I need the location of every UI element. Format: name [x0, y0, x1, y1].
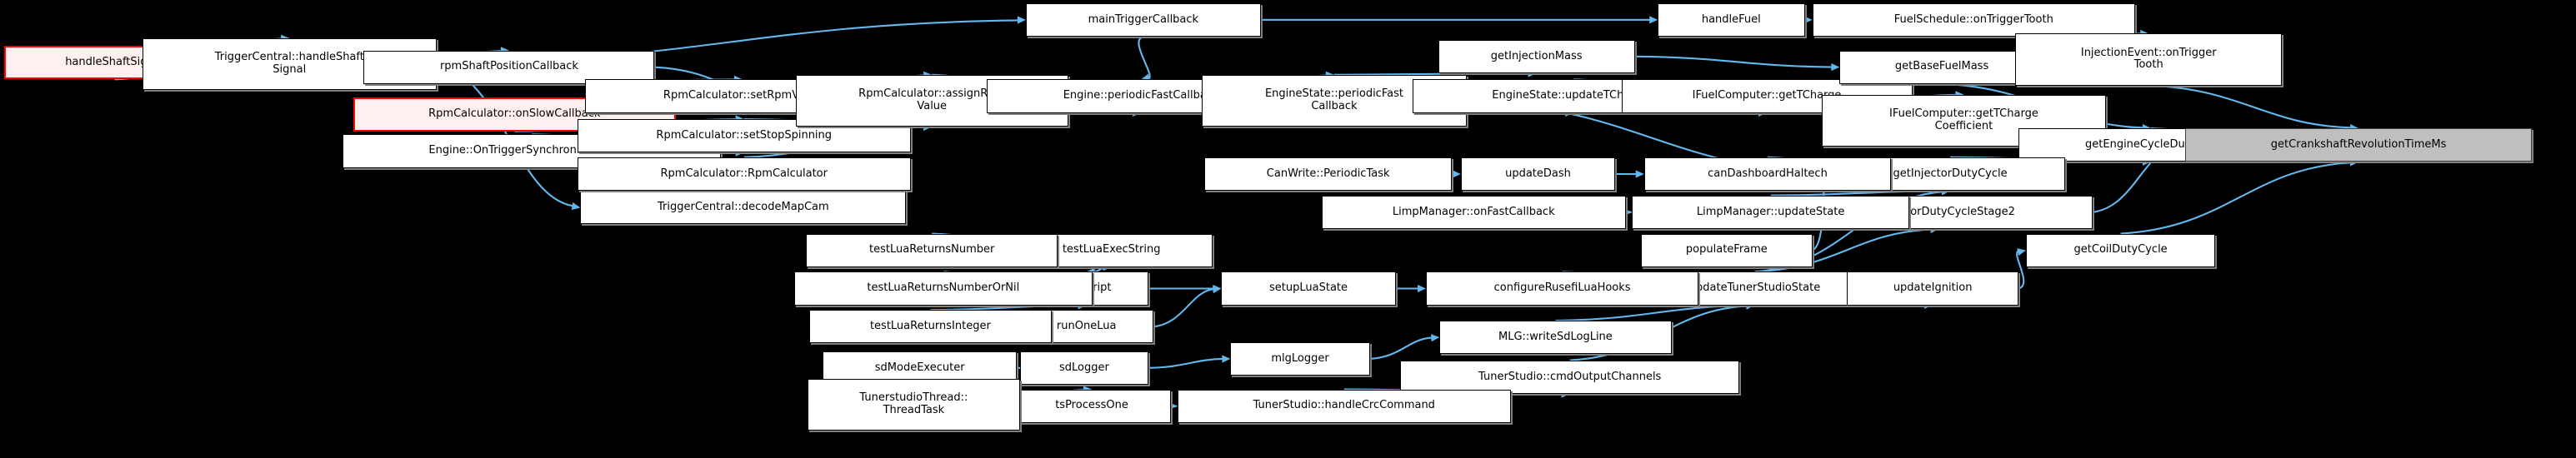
graph-node-mlg-writesdlogline[interactable]: MLG::writeSdLogLine — [1439, 321, 1672, 355]
graph-node-canwrite-periodictask[interactable]: CanWrite::PeriodicTask — [1204, 157, 1452, 192]
graph-edge-arrowhead — [1803, 16, 1813, 24]
graph-node-testluareturnsnumber[interactable]: testLuaReturnsNumber — [806, 233, 1058, 267]
graph-edge — [1148, 357, 1223, 369]
graph-node-testluareturnsinteger[interactable]: testLuaReturnsInteger — [808, 310, 1052, 344]
graph-node-testluareturnsnumberornil[interactable]: testLuaReturnsNumberOrNil — [793, 271, 1093, 306]
graph-edge — [1153, 288, 1214, 328]
graph-node-maintriggercallback[interactable]: mainTriggerCallback — [1025, 2, 1261, 37]
graph-node-rpmcalculator-rpmcalculator[interactable]: RpmCalculator::RpmCalculator — [577, 157, 911, 192]
graph-edge-arrowhead — [1417, 284, 1426, 293]
graph-node-configurerusefiluahooks[interactable]: configureRusefiLuaHooks — [1425, 271, 1699, 306]
graph-node-setupluastate[interactable]: setupLuaState — [1221, 271, 1396, 306]
graph-node-injectionevent-ontrigger-tooth[interactable]: InjectionEvent::onTrigger Tooth — [2015, 33, 2283, 86]
graph-edge-arrowhead — [1431, 334, 1440, 342]
graph-node-getinjectionmass[interactable]: getInjectionMass — [1438, 39, 1635, 73]
graph-edge-arrowhead — [1649, 16, 1658, 24]
graph-edge — [1369, 336, 1433, 360]
graph-node-getcrankshaftrevolutiontimems[interactable]: getCrankshaftRevolutionTimeMs — [2184, 128, 2533, 162]
graph-node-tsprocessone[interactable]: tsProcessOne — [1012, 389, 1172, 423]
graph-node-rpmcalculator-onslowcallback[interactable]: RpmCalculator::onSlowCallback — [353, 97, 676, 132]
graph-edge-arrowhead — [1452, 170, 1461, 178]
graph-edge — [1634, 55, 1833, 68]
graph-node-populateframe[interactable]: populateFrame — [1641, 233, 1813, 267]
graph-node-limpmanager-updatestate[interactable]: LimpManager::updateState — [1632, 195, 1909, 229]
graph-edge-arrowhead — [1213, 284, 1222, 293]
graph-edge — [2148, 84, 2352, 129]
graph-node-tunerstudio-handlecrccommand[interactable]: TunerStudio::handleCrcCommand — [1177, 389, 1511, 423]
graph-node-mlglogger[interactable]: mlgLogger — [1230, 341, 1370, 376]
graph-node-rpmshaftpositioncallback[interactable]: rpmShaftPositionCallback — [363, 50, 655, 84]
graph-edge-arrowhead — [1635, 170, 1644, 178]
graph-node-tunerstudiothread-threadtask[interactable]: TunerstudioThread:: ThreadTask — [808, 378, 1020, 431]
graph-edge-arrowhead — [1831, 62, 1840, 72]
graph-node-rpmcalculator-setstopspinning[interactable]: RpmCalculator::setStopSpinning — [577, 119, 911, 153]
graph-node-triggercentral-decodemapcam[interactable]: TriggerCentral::decodeMapCam — [580, 191, 907, 225]
graph-node-fuelschedule-ontriggertooth[interactable]: FuelSchedule::onTriggerTooth — [1812, 2, 2135, 37]
graph-edge-arrowhead — [1213, 285, 1222, 294]
graph-node-updatetunerstudiostate[interactable]: updateTunerStudioState — [1625, 271, 1884, 306]
graph-node-updateignition[interactable]: updateIgnition — [1847, 271, 2018, 306]
graph-edge — [1555, 304, 1748, 322]
graph-edge — [2120, 162, 2352, 235]
graph-node-handlefuel[interactable]: handleFuel — [1658, 2, 1805, 37]
graph-edge-arrowhead — [2017, 248, 2026, 256]
graph-node-limpmanager-onfastcallback[interactable]: LimpManager::onFastCallback — [1321, 195, 1626, 229]
graph-edge-arrowhead — [571, 202, 581, 211]
graph-node-sdlogger[interactable]: sdLogger — [1019, 351, 1149, 385]
graph-edge-arrowhead — [1017, 16, 1026, 24]
graph-node-candashboardhaltech[interactable]: canDashboardHaltech — [1643, 157, 1892, 192]
graph-edge — [1138, 35, 1151, 80]
graph-node-updatedash[interactable]: updateDash — [1460, 157, 1616, 192]
graph-node-getcoildutycycle[interactable]: getCoilDutyCycle — [2025, 233, 2216, 267]
graph-node-getbasefuelmass[interactable]: getBaseFuelMass — [1839, 50, 2044, 84]
graph-node-tunerstudio-cmdoutputchannels[interactable]: TunerStudio::cmdOutputChannels — [1400, 360, 1740, 394]
graph-edge-arrowhead — [1222, 355, 1231, 363]
